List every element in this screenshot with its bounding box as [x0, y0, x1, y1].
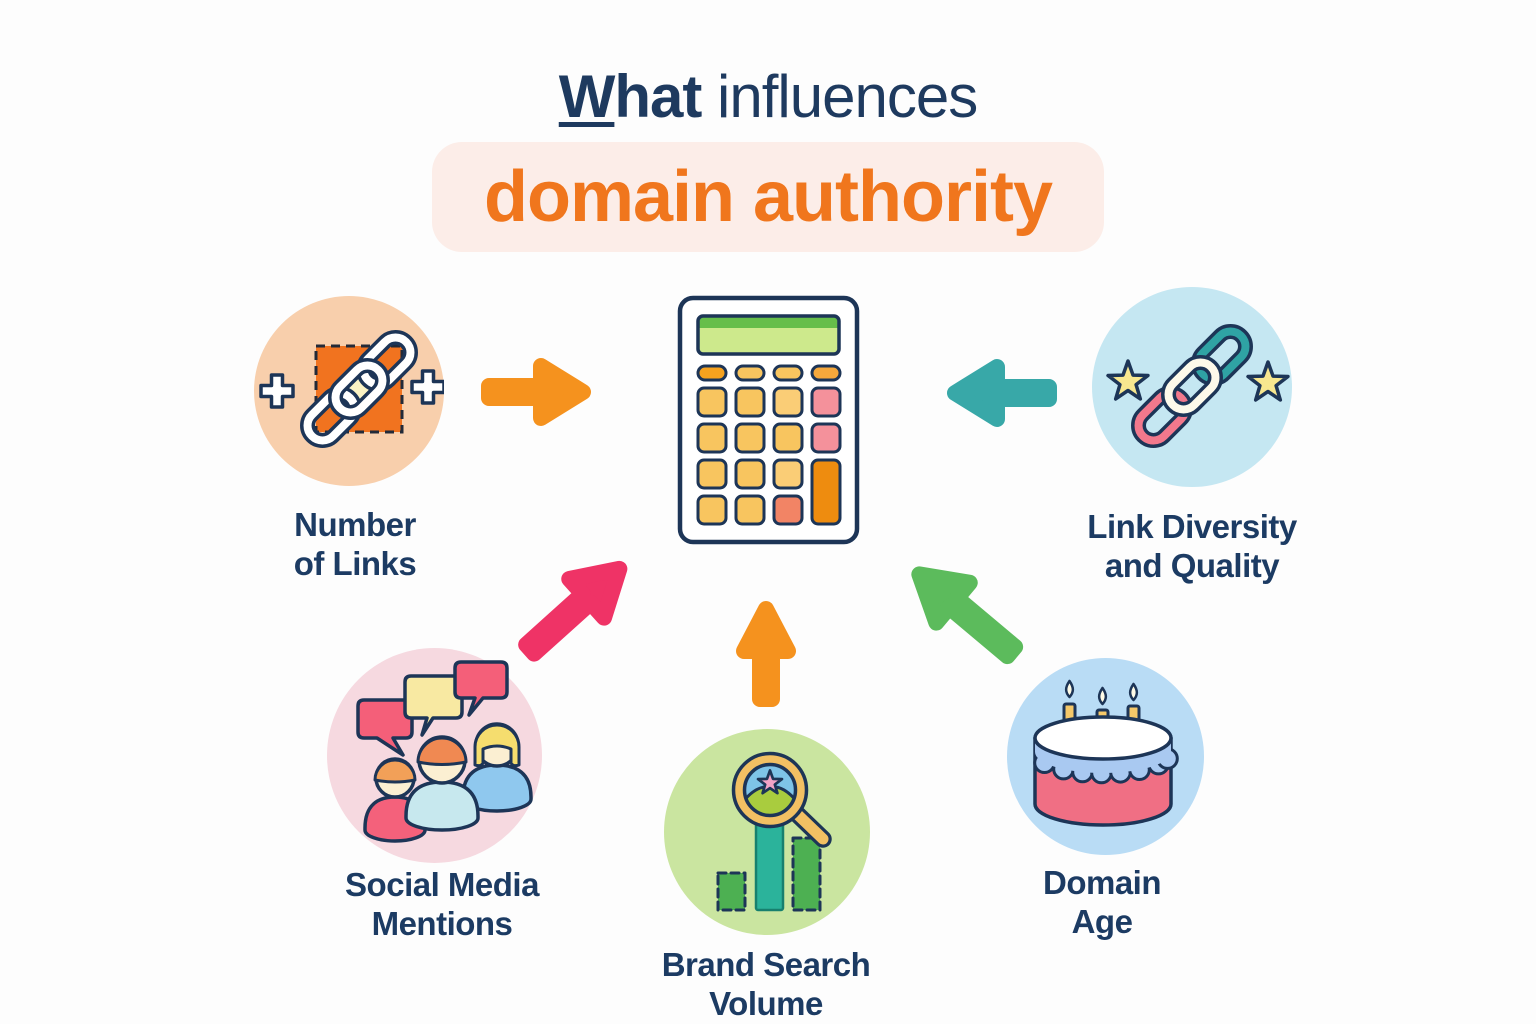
- label-line: Domain: [1042, 864, 1162, 901]
- label-line: Volume: [709, 984, 823, 1022]
- factor-label-number-of-links: Number of Links: [205, 506, 505, 584]
- title-word-what-rest: hat: [614, 63, 702, 130]
- link-quality-stars-icon: [1106, 324, 1290, 448]
- label-line: and Quality: [1104, 546, 1280, 584]
- factor-circle-link-diversity: [1092, 287, 1292, 487]
- page-title: What influences: [0, 62, 1536, 131]
- label-line: Mentions: [371, 904, 513, 942]
- speech-bubble-icon: [453, 660, 509, 717]
- factor-label-link-diversity: Link Diversity and Quality: [1042, 508, 1342, 586]
- title-word-influences: influences: [701, 63, 978, 130]
- factor-circle-brand-search: [664, 729, 870, 935]
- title-word-what: What: [558, 63, 703, 130]
- person-icon: [461, 722, 533, 813]
- social-mentions-icon: [356, 660, 533, 843]
- star-icon: [1106, 359, 1150, 401]
- arrow-link-diversity: [947, 359, 1057, 427]
- label-line: Link Diversity: [1087, 508, 1297, 545]
- birthday-cake-icon: [1033, 679, 1179, 827]
- factor-label-social-media: Social Media Mentions: [292, 866, 592, 944]
- label-line: of Links: [293, 544, 417, 582]
- brand-search-icon: [716, 751, 832, 912]
- plus-icon: [259, 373, 295, 409]
- label-line: Brand Search: [661, 946, 871, 983]
- label-line: Social Media: [345, 866, 539, 903]
- link-add-icon: [259, 330, 444, 448]
- factor-label-brand-search: Brand Search Volume: [616, 946, 916, 1024]
- star-icon: [1246, 360, 1290, 402]
- calculator-icon: [677, 295, 860, 545]
- factor-circle-number-of-links: [254, 296, 444, 486]
- arrow-brand-search: [736, 601, 796, 707]
- subtitle-text: domain authority: [483, 157, 1053, 237]
- label-line: Age: [1071, 902, 1133, 940]
- subtitle-badge: domain authority: [431, 142, 1105, 252]
- arrow-domain-age: [911, 566, 1024, 665]
- person-icon: [404, 735, 480, 832]
- factor-circle-social-media: [327, 648, 542, 863]
- factor-label-domain-age: Domain Age: [952, 864, 1252, 942]
- title-initial-underlined: W: [558, 63, 616, 130]
- arrow-social-media: [518, 560, 628, 662]
- star-icon: [756, 769, 784, 795]
- plus-icon: [410, 369, 444, 405]
- arrow-number-of-links: [481, 358, 591, 426]
- label-line: Number: [294, 506, 416, 543]
- factor-circle-domain-age: [1007, 658, 1204, 855]
